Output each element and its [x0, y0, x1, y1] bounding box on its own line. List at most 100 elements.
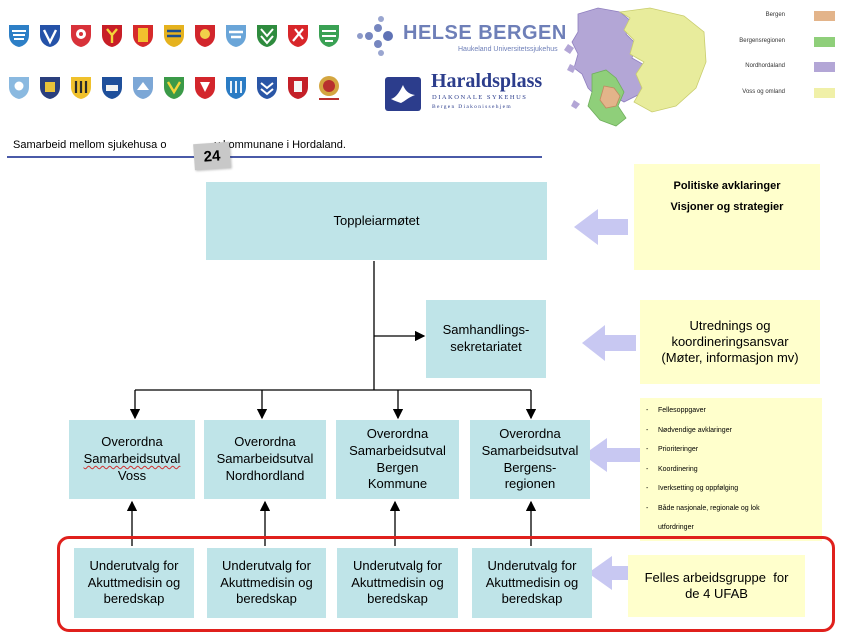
subgroup-box: Underutvalg for Akuttmedisin og beredska… [74, 548, 194, 618]
helse-bergen-dots-icon [355, 16, 399, 56]
workgroup-note-line: Felles arbeidsgruppe for [644, 569, 789, 585]
crest-icon [256, 76, 278, 100]
crest-icon [163, 24, 185, 48]
subgroup-line: beredskap [501, 591, 563, 607]
politics-note: Politiske avklaringer Visjoner og strate… [634, 164, 820, 270]
politics-note-line: Politiske avklaringer [673, 180, 781, 192]
subgroup-line: beredskap [367, 591, 428, 607]
crest-icon [318, 24, 340, 48]
helse-bergen-subtitle: Haukeland Universitetssjukehus [458, 46, 558, 53]
secretariat-line-1: Samhandlings- [442, 322, 530, 338]
tasks-bullet-list: -Fellesoppgaver -Nødvendige avklaringer … [646, 401, 818, 538]
municipal-crests [8, 24, 343, 104]
council-line: regionen [504, 476, 556, 492]
header-subtitle-right: v kommunane i Hordaland. [214, 139, 346, 151]
investigation-note-line: Utrednings og [689, 317, 771, 333]
subgroup-line: Underutvalg for [222, 557, 311, 573]
header-subtitle-left: Samarbeid mellom sjukehusa o [13, 139, 167, 151]
bullet-item: -Prioriteringer [646, 446, 699, 453]
crest-icon [194, 24, 216, 48]
bullet-item-text: Nødvendige avklaringer [658, 426, 732, 434]
crest-icon [8, 24, 30, 48]
crest-icon [70, 24, 92, 48]
crest-icon [163, 76, 185, 100]
crest-icon [132, 24, 154, 48]
subgroup-line: Akuttmedisin og [220, 574, 313, 590]
crest-icon [225, 76, 247, 100]
subgroup-line: Underutvalg for [353, 557, 442, 573]
bullet-item-text: Iverksetting og oppfølging [658, 485, 739, 492]
header-rule [7, 156, 542, 158]
crest-icon [39, 24, 61, 48]
map-legend-label: Nordhordaland [745, 63, 785, 69]
council-line: Overordna [499, 425, 561, 441]
crest-icon [225, 24, 247, 48]
bullet-item-text: Prioriteringer [658, 446, 699, 453]
bullet-item: -Nødvendige avklaringer [646, 426, 732, 434]
subgroup-box: Underutvalg for Akuttmedisin og beredska… [472, 548, 592, 618]
seal-icon [316, 74, 342, 102]
haraldsplass-title: Haraldsplass [431, 70, 543, 92]
council-line: Nordhordland [225, 467, 305, 483]
council-line: Overordna [366, 425, 429, 441]
bullet-item-text: Både nasjonale, regionale og lok [658, 504, 760, 512]
bullet-item-text: Fellesoppgaver [658, 407, 706, 414]
hordaland-region-map-icon [560, 4, 708, 136]
subgroup-line: Underutvalg for [89, 557, 179, 573]
subgroup-box: Underutvalg for Akuttmedisin og beredska… [207, 548, 326, 618]
crest-icon [101, 24, 123, 48]
bullet-item: -Iverksetting og oppfølging [646, 485, 739, 492]
council-box-bergensregionen: Overordna Samarbeidsutval Bergens- regio… [470, 420, 590, 499]
map-legend-swatch [814, 88, 835, 98]
subgroup-line: Akuttmedisin og [485, 574, 579, 590]
bullet-item-text: utfordringer [658, 524, 694, 531]
haraldsplass-subtitle: DIAKONALE SYKEHUS [432, 94, 528, 101]
crest-icon [287, 24, 309, 48]
workgroup-note: Felles arbeidsgruppe for de 4 UFAB [628, 555, 805, 617]
council-line: Overordna [101, 434, 163, 450]
crest-icon [70, 76, 92, 100]
secretariat-box: Samhandlings- sekretariatet [426, 300, 546, 378]
subgroup-line: beredskap [236, 591, 297, 607]
council-line: Kommune [367, 476, 428, 492]
tasks-bullet-note: -Fellesoppgaver -Nødvendige avklaringer … [640, 398, 822, 541]
politics-note-line: Visjoner og strategier [670, 200, 784, 213]
council-line: Bergens- [503, 459, 557, 475]
crest-icon [256, 24, 278, 48]
council-line: Samarbeidsutval [216, 451, 314, 467]
council-line: Samarbeidsutval [349, 442, 446, 458]
bullet-item: utfordringer [646, 518, 818, 538]
subgroup-line: Underutvalg for [487, 557, 577, 573]
crest-icon [39, 76, 61, 100]
bullet-item: -Både nasjonale, regionale og lok [646, 504, 760, 512]
council-line: Samarbeidsutval [83, 451, 181, 467]
council-line: Bergen [376, 459, 419, 475]
crest-icon [8, 76, 30, 100]
highlight-frame [57, 536, 835, 632]
workgroup-note-line: de 4 UFAB [685, 586, 748, 601]
investigation-note-line: koordineringsansvar [671, 333, 789, 349]
crest-icon [287, 76, 309, 100]
subgroup-line: Akuttmedisin og [87, 574, 181, 590]
crest-icon [101, 76, 123, 100]
map-legend-swatch [814, 62, 835, 72]
haraldsplass-subtitle-2: Bergen Diakonissehjem [432, 104, 512, 110]
investigation-note: Utrednings og koordineringsansvar (Møter… [640, 300, 820, 384]
council-box-voss: Overordna Samarbeidsutval Voss [69, 420, 195, 499]
map-legend-label: Bergensregionen [739, 38, 785, 44]
map-legend-swatch [814, 11, 835, 21]
bullet-item: -Koordinering [646, 465, 698, 473]
crest-icon [132, 76, 154, 100]
header-subtitle: Samarbeid mellom sjukehusa o v kommunane … [13, 139, 346, 151]
dove-icon [383, 75, 423, 113]
council-box-bergen-kommune: Overordna Samarbeidsutval Bergen Kommune [336, 420, 459, 499]
subgroup-box: Underutvalg for Akuttmedisin og beredska… [337, 548, 458, 618]
top-leader-meeting-box: Toppleiarmøtet [206, 182, 547, 260]
council-line: Samarbeidsutval [481, 442, 579, 458]
subgroup-line: beredskap [103, 591, 165, 607]
bullet-item-text: Koordinering [658, 465, 698, 473]
map-legend-label: Voss og omland [742, 89, 785, 95]
map-legend-swatch [814, 37, 835, 47]
investigation-note-line: (Møter, informasjon mv) [661, 350, 799, 366]
secretariat-line-2: sekretariatet [450, 339, 522, 354]
